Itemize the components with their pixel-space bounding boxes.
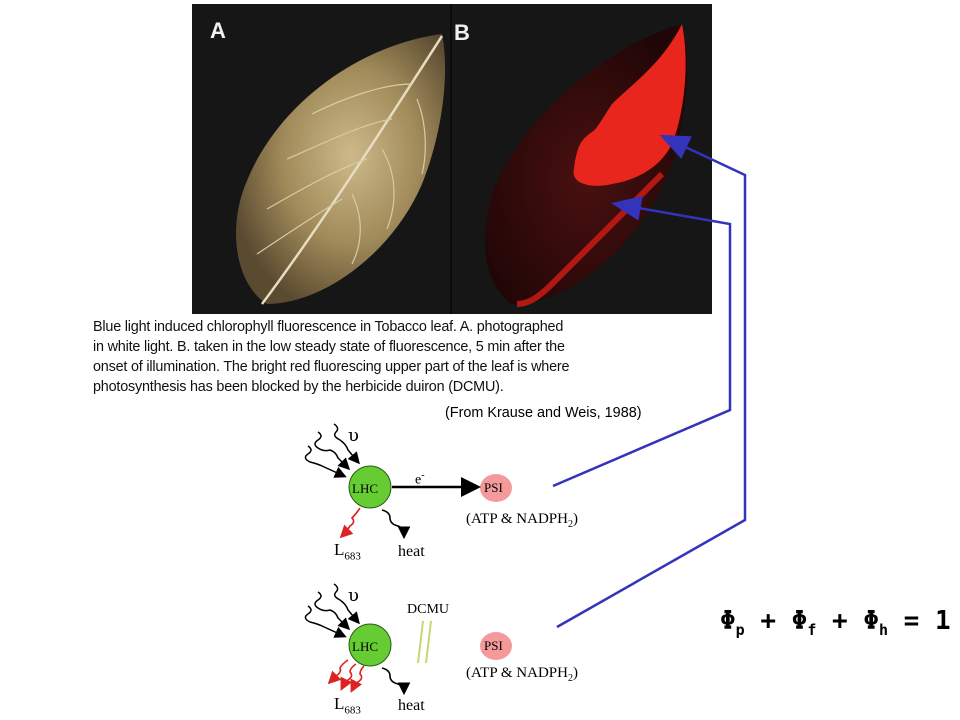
top-psi-circle — [480, 474, 512, 502]
dcmu-label: DCMU — [407, 602, 450, 617]
leaf-fluorescence-photo — [192, 4, 712, 314]
figure-caption: Blue light induced chlorophyll fluoresce… — [93, 317, 653, 397]
bottom-lhc-label: LHC — [352, 639, 378, 654]
top-products-label: (ATP & NADPH2) — [466, 511, 578, 530]
top-incoming-light — [304, 423, 360, 478]
bottom-fluorescence-label: L683 — [334, 694, 361, 717]
top-fluorescence-label: L683 — [334, 540, 361, 563]
caption-line: photosynthesis has been blocked by the h… — [93, 379, 504, 395]
bottom-light-symbol: υ — [348, 585, 359, 606]
top-psi-label: PSI — [484, 480, 503, 495]
panel-a-letter: A — [210, 18, 226, 43]
top-heat-label: heat — [398, 543, 425, 560]
dcmu-block-marks — [417, 620, 432, 664]
connector-upper-region — [552, 196, 732, 488]
top-heat-arrow — [381, 509, 411, 540]
bottom-psi-circle — [480, 632, 512, 660]
panel-a-leaf — [236, 34, 446, 305]
top-lhc-circle — [348, 465, 392, 509]
connector-lower-region — [556, 134, 747, 629]
phi-symbol: Φ — [791, 606, 808, 636]
bottom-psi-label: PSI — [484, 638, 503, 653]
bottom-products-label: (ATP & NADPH2) — [466, 665, 578, 684]
bottom-heat-label: heat — [398, 697, 425, 714]
figure-credit: (From Krause and Weis, 1988) — [445, 405, 642, 421]
phi-symbol: Φ — [720, 606, 736, 636]
bottom-heat-arrow — [381, 667, 411, 696]
caption-line: onset of illumination. The bright red fl… — [93, 359, 570, 375]
quantum-yield-equation: Φp + Φf + Φh = 1 — [720, 606, 951, 640]
top-fluorescence-arrow — [339, 507, 361, 539]
fluorescing-region — [573, 24, 686, 186]
panel-b-letter: B — [454, 20, 470, 45]
electron-label: e- — [415, 470, 425, 488]
phi-symbol: Φ — [863, 606, 879, 636]
top-light-symbol: υ — [348, 425, 359, 446]
caption-line: in white light. B. taken in the low stea… — [93, 339, 565, 355]
bottom-incoming-light — [304, 583, 360, 638]
top-lhc-label: LHC — [352, 481, 378, 496]
bottom-lhc-circle — [348, 623, 392, 667]
caption-line: Blue light induced chlorophyll fluoresce… — [93, 319, 564, 335]
bottom-fluorescence-arrows — [327, 659, 365, 693]
